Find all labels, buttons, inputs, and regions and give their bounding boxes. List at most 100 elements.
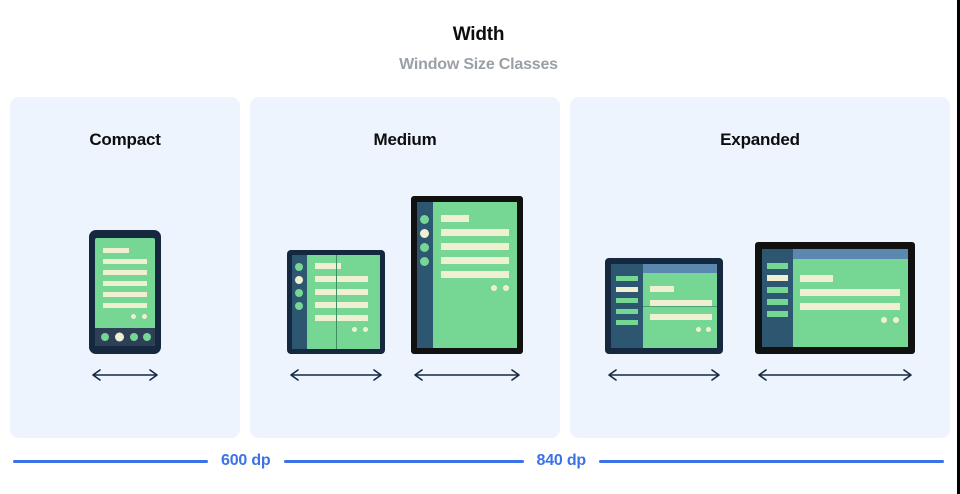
fold-crease [336,255,337,349]
nav-drawer-item[interactable] [616,298,638,303]
breakpoint-rule [283,459,524,463]
content-line [800,303,900,310]
device-foldable-landscape-open [605,258,723,354]
panel-title-compact: Compact [89,130,161,149]
content-line [800,289,900,296]
content-dot [491,285,497,291]
content-line [650,300,712,306]
nav-rail-item[interactable] [295,302,303,310]
device-tablet-landscape [755,242,915,354]
content-line [103,259,147,264]
content-line [103,281,147,286]
content-line [441,271,509,278]
device-tablet-portrait [411,196,523,354]
nav-rail[interactable] [292,255,307,349]
breakpoint-scale: 600 dp 840 dp [0,450,957,472]
nav-drawer-item[interactable] [616,276,638,281]
content-dot [881,317,887,323]
content-line [315,302,368,308]
tablet-landscape-screen [762,249,908,347]
nav-drawer-item[interactable] [767,287,788,293]
content-line [441,243,509,250]
nav-rail-item[interactable] [295,289,303,297]
size-class-panels: Compact [10,97,950,438]
content-line [441,215,469,222]
panel-title-medium: Medium [373,130,437,149]
content-line [103,292,147,297]
device-stage-expanded [570,242,950,382]
width-arrow-icon [92,369,158,381]
content-dot [363,327,368,332]
nav-rail-item[interactable] [420,215,429,224]
breakpoint-label-600: 600 dp [221,452,271,469]
nav-drawer-item-active[interactable] [616,287,638,292]
device-col-tablet-portrait [411,196,523,382]
device-stage-medium [250,196,560,382]
content-line [103,248,129,253]
fold-crease [611,306,717,307]
content-line [103,270,147,275]
content-dot [706,327,711,332]
content-dot [696,327,701,332]
page-title: Width [452,24,505,45]
content-dot [503,285,509,291]
foldable-landscape-screen [611,264,717,348]
width-arrow-icon [758,369,912,381]
bottom-nav-item[interactable] [143,333,151,341]
nav-rail-item[interactable] [420,243,429,252]
width-arrow-icon [414,369,520,381]
nav-rail-item[interactable] [420,257,429,266]
bottom-nav-item-active[interactable] [115,332,124,342]
device-col-foldable-landscape [605,258,723,382]
app-bar [611,264,717,273]
nav-rail-item[interactable] [295,263,303,271]
content-line [103,303,147,308]
content-line [315,315,368,321]
nav-drawer-item[interactable] [767,299,788,305]
content-line [800,275,833,282]
phone-bottom-nav[interactable] [95,328,155,346]
app-bar [762,249,908,259]
tablet-portrait-screen [417,202,517,348]
nav-drawer-item[interactable] [616,320,638,325]
nav-drawer[interactable] [762,249,793,347]
panel-medium[interactable]: Medium [250,97,560,438]
bottom-nav-item[interactable] [101,333,109,341]
bottom-nav-item[interactable] [130,333,138,341]
content-line [650,314,712,320]
nav-drawer[interactable] [611,264,643,348]
panel-title-expanded: Expanded [720,130,800,149]
page-header: Width Window Size Classes [0,0,957,74]
width-arrow-icon [290,369,382,381]
content-line [650,286,674,292]
width-arrow-icon [608,369,720,381]
nav-drawer-item[interactable] [767,311,788,317]
nav-drawer-item[interactable] [616,309,638,314]
breakpoint-rule [599,459,944,463]
content-line [315,289,368,295]
panel-expanded[interactable]: Expanded [570,97,950,438]
nav-drawer-item[interactable] [767,263,788,269]
device-phone-portrait [89,230,161,354]
nav-rail-item-active[interactable] [420,229,429,238]
device-col-tablet-landscape [755,242,915,382]
foldable-portrait-screen [292,255,380,349]
content-line [315,263,341,269]
breakpoint-rule [13,459,208,463]
content-dot [893,317,899,323]
nav-rail-item-active[interactable] [295,276,303,284]
device-foldable-portrait-open [287,250,385,354]
device-col-foldable-portrait [287,250,385,382]
phone-screen [95,238,155,346]
breakpoint-label-840: 840 dp [536,452,587,469]
panel-compact[interactable]: Compact [10,97,240,438]
nav-rail[interactable] [417,202,433,348]
content-line [441,257,509,264]
nav-drawer-item-active[interactable] [767,275,788,281]
content-line [315,276,368,282]
content-dot [131,314,136,319]
device-col-phone [89,230,161,382]
content-line [441,229,509,236]
content-dot [142,314,147,319]
page-subtitle: Window Size Classes [399,56,558,73]
